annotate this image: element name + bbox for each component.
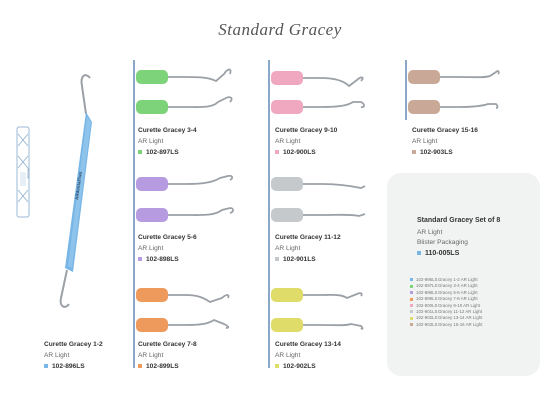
list-item: 102-898LSGracey 5-6 AR Light	[410, 290, 482, 296]
instrument-gracey-11-12	[271, 177, 366, 222]
product-code: 102-902LS	[283, 363, 316, 370]
set-code: 110-005LS	[425, 250, 460, 257]
color-swatch	[275, 364, 279, 369]
color-swatch	[138, 257, 142, 262]
product-label: Curette Gracey 11-12 AR Light 102-901LS	[275, 232, 341, 265]
color-swatch	[417, 251, 421, 256]
product-name: Curette Gracey 15-16	[412, 127, 478, 134]
product-name: Curette Gracey 1-2	[44, 341, 103, 348]
instrument-gracey-7-8	[136, 288, 230, 332]
list-item: 102-901LSGracey 11-12 AR Light	[410, 309, 482, 315]
product-label: Curette Gracey 7-8 AR Light 102-899LS	[138, 339, 197, 372]
divider-col-1	[133, 60, 135, 368]
list-item: 102-899LSGracey 7-8 AR Light	[410, 296, 482, 302]
color-swatch	[44, 364, 48, 369]
instrument-gracey-13-14	[271, 288, 364, 332]
product-name: Curette Gracey 11-12	[275, 234, 341, 241]
product-label: Curette Gracey 15-16 AR Light 102-903LS	[412, 125, 478, 158]
list-item: 102-903LSGracey 15-16 AR Light	[410, 322, 482, 328]
product-label: Curette Gracey 9-10 AR Light 102-900LS	[275, 125, 337, 158]
ruler-label: 10mm	[26, 167, 31, 179]
product-code: 102-901LS	[283, 256, 316, 263]
set-line: AR Light	[417, 229, 443, 236]
product-label: Curette Gracey 1-2 AR Light 102-896LS	[44, 339, 103, 372]
product-line: AR Light	[138, 138, 164, 145]
product-line: AR Light	[412, 138, 438, 145]
list-item: 102-900LSGracey 9-10 AR Light	[410, 303, 482, 309]
product-line: AR Light	[138, 245, 164, 252]
product-code: 102-899LS	[146, 363, 179, 370]
product-line: AR Light	[275, 138, 301, 145]
color-swatch	[275, 150, 279, 155]
product-name: Curette Gracey 3-4	[138, 127, 197, 134]
product-code: 102-898LS	[146, 256, 179, 263]
color-swatch	[138, 150, 142, 155]
product-line: AR Light	[138, 352, 164, 359]
product-label: Curette Gracey 3-4 AR Light 102-897LS	[138, 125, 197, 158]
color-swatch	[138, 364, 142, 369]
list-item: 102-897LSGracey 3-4 AR Light	[410, 283, 482, 289]
divider-col-2	[268, 60, 270, 368]
color-swatch	[412, 150, 416, 155]
product-label: Curette Gracey 5-6 AR Light 102-898LS	[138, 232, 197, 265]
product-name: Curette Gracey 7-8	[138, 341, 197, 348]
instrument-gracey-3-4	[136, 68, 233, 114]
set-packaging: Blister Packaging	[417, 239, 468, 246]
set-title: Standard Gracey Set of 8	[417, 217, 501, 224]
handle-brand-text: ARdentalTwo	[74, 171, 83, 200]
product-name: Curette Gracey 13-14	[275, 341, 341, 348]
instrument-gracey-9-10	[271, 71, 365, 114]
product-code: 102-903LS	[420, 149, 453, 156]
ruler-icon: 10mm	[16, 126, 30, 218]
set-info-panel: Standard Gracey Set of 8 AR Light Bliste…	[387, 173, 540, 376]
product-code: 102-900LS	[283, 149, 316, 156]
set-contents-list: 102-896LSGracey 1-2 AR Light 102-897LSGr…	[410, 277, 482, 328]
product-line: AR Light	[275, 352, 301, 359]
page-title: Standard Gracey	[218, 20, 342, 39]
product-line: AR Light	[275, 245, 301, 252]
instrument-gracey-1-2: ARdentalTwo	[59, 74, 92, 308]
list-item: 102-896LSGracey 1-2 AR Light	[410, 277, 482, 283]
product-code: 102-897LS	[146, 149, 179, 156]
instrument-gracey-5-6	[136, 174, 234, 222]
color-swatch	[275, 257, 279, 262]
divider-col-3	[405, 60, 407, 120]
instrument-gracey-15-16	[408, 70, 500, 114]
list-item: 102-902LSGracey 13-14 AR Light	[410, 315, 482, 321]
product-label: Curette Gracey 13-14 AR Light 102-902LS	[275, 339, 341, 372]
product-code: 102-896LS	[52, 363, 85, 370]
product-name: Curette Gracey 9-10	[275, 127, 338, 134]
product-name: Curette Gracey 5-6	[138, 234, 197, 241]
product-line: AR Light	[44, 352, 70, 359]
